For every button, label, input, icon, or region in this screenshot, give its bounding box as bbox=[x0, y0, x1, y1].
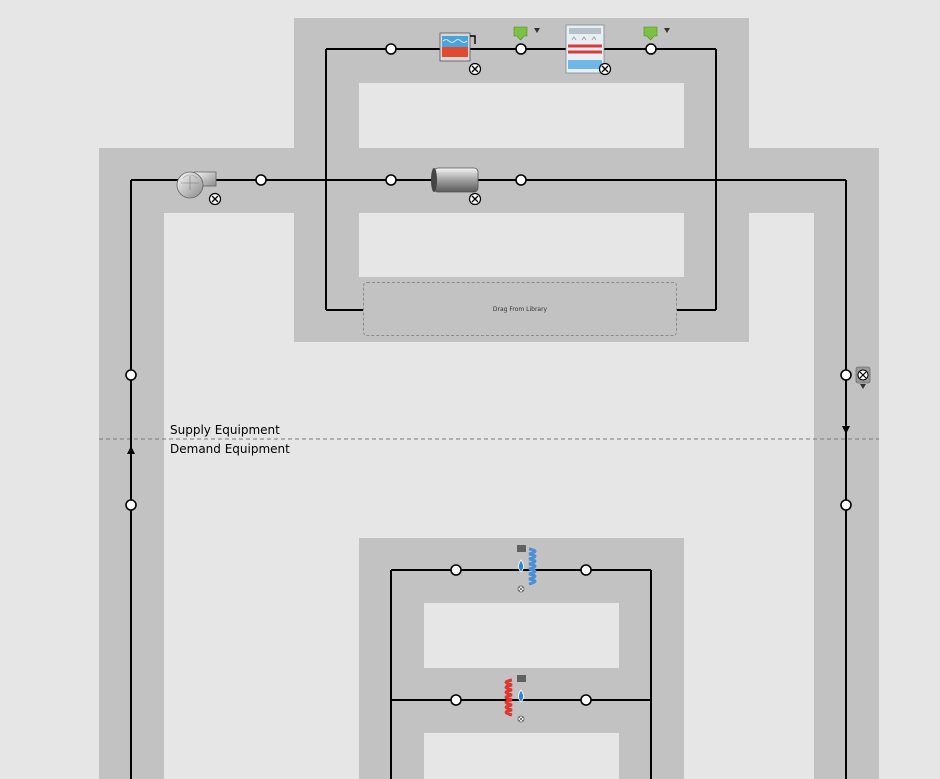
loop-node[interactable] bbox=[450, 564, 462, 576]
loop-node[interactable] bbox=[645, 43, 657, 55]
drag-from-library-dropzone[interactable]: Drag From Library bbox=[363, 282, 677, 336]
remove-icon[interactable] bbox=[598, 62, 612, 76]
loop-node[interactable] bbox=[255, 174, 267, 186]
demand-equipment-label: Demand Equipment bbox=[170, 442, 290, 456]
pump-icon[interactable] bbox=[176, 171, 217, 199]
loop-node[interactable] bbox=[580, 694, 592, 706]
loop-node[interactable] bbox=[450, 694, 462, 706]
loop-node[interactable] bbox=[515, 174, 527, 186]
loop-node[interactable] bbox=[385, 174, 397, 186]
dropzone-label: Drag From Library bbox=[492, 305, 548, 313]
setpoint-manager-icon[interactable] bbox=[643, 26, 670, 41]
heating-coil-icon[interactable] bbox=[504, 675, 526, 723]
remove-icon[interactable] bbox=[468, 192, 482, 206]
cooling-tower-icon[interactable] bbox=[565, 24, 605, 74]
remove-icon[interactable] bbox=[468, 62, 482, 76]
cooling-coil-icon[interactable] bbox=[517, 545, 537, 593]
setpoint-manager-icon[interactable] bbox=[855, 366, 871, 389]
down-arrow-icon bbox=[842, 426, 850, 434]
loop-node[interactable] bbox=[580, 564, 592, 576]
loop-bands bbox=[99, 18, 879, 779]
boiler-icon[interactable] bbox=[439, 32, 476, 62]
loop-node[interactable] bbox=[125, 369, 137, 381]
up-arrow-icon bbox=[127, 446, 135, 454]
loop-node[interactable] bbox=[385, 43, 397, 55]
supply-equipment-label: Supply Equipment bbox=[170, 423, 280, 437]
loop-node[interactable] bbox=[515, 43, 527, 55]
pipe-icon[interactable] bbox=[431, 167, 479, 193]
remove-icon[interactable] bbox=[208, 192, 222, 206]
setpoint-manager-icon[interactable] bbox=[513, 26, 540, 41]
loop-node[interactable] bbox=[840, 499, 852, 511]
loop-node[interactable] bbox=[125, 499, 137, 511]
loop-node[interactable] bbox=[840, 369, 852, 381]
